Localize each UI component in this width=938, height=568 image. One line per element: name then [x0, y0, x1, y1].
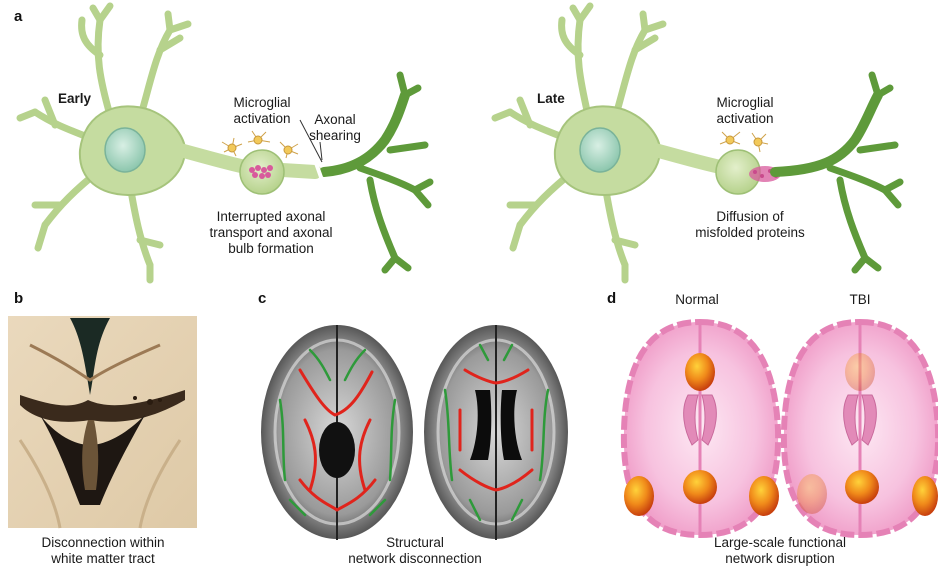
panel-c-caption-line-1: Structural	[310, 535, 520, 551]
late-microglial-label: Microglial activation	[695, 95, 795, 127]
panel-b-letter: b	[14, 290, 23, 307]
bulb-formation-label: Interrupted axonal transport and axonal …	[196, 209, 346, 257]
diffusion-line-1: Diffusion of	[680, 209, 820, 225]
tbi-brain	[784, 322, 938, 535]
early-microglial-label: Microglial activation	[212, 95, 312, 127]
panel-b-caption: Disconnection within white matter tract	[8, 535, 198, 567]
early-label: Early	[58, 91, 91, 106]
panel-d-caption-line-1: Large-scale functional	[680, 535, 880, 551]
axonal-shearing-line-2: shearing	[300, 128, 370, 144]
bulb-line-3: bulb formation	[196, 241, 346, 257]
panel-c-caption: Structural network disconnection	[310, 535, 520, 567]
early-microglial-line-1: Microglial	[212, 95, 312, 111]
early-microglial-line-2: activation	[212, 111, 312, 127]
mri-brain-2	[424, 325, 568, 540]
axonal-shearing-label: Axonal shearing	[300, 112, 370, 144]
axonal-shearing-line-1: Axonal	[300, 112, 370, 128]
panel-c-letter: c	[258, 290, 266, 307]
panel-d-letter: d	[607, 290, 616, 307]
panel-c-caption-line-2: network disconnection	[310, 551, 520, 567]
bulb-line-2: transport and axonal	[196, 225, 346, 241]
panel-d-caption-line-2: network disruption	[680, 551, 880, 567]
late-label: Late	[537, 91, 565, 106]
panel-a-neurons	[0, 0, 938, 285]
late-microglial-line-1: Microglial	[695, 95, 795, 111]
panel-b-caption-line-2: white matter tract	[8, 551, 198, 567]
diffusion-line-2: misfolded proteins	[680, 225, 820, 241]
late-microglial-line-2: activation	[695, 111, 795, 127]
panel-d-caption: Large-scale functional network disruptio…	[680, 535, 880, 567]
mri-brain-1	[261, 325, 413, 540]
panel-b-caption-line-1: Disconnection within	[8, 535, 198, 551]
normal-brain	[624, 322, 779, 535]
tbi-label: TBI	[830, 292, 890, 308]
diffusion-label: Diffusion of misfolded proteins	[680, 209, 820, 241]
normal-label: Normal	[662, 292, 732, 308]
bulb-line-1: Interrupted axonal	[196, 209, 346, 225]
